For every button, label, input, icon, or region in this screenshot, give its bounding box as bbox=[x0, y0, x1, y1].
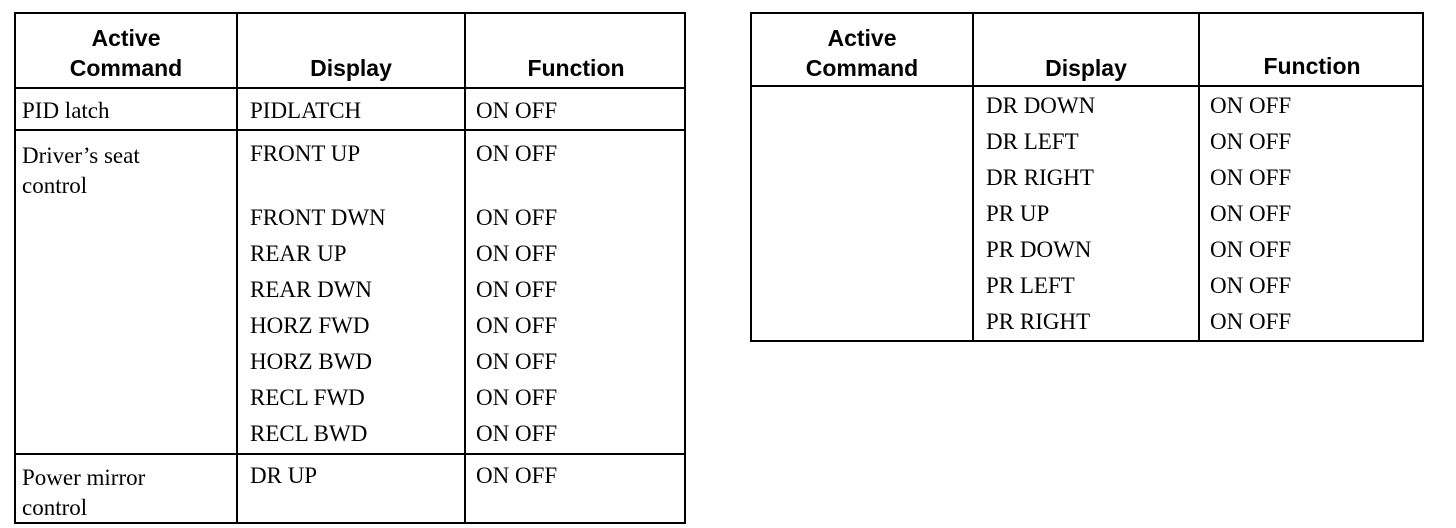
header-function: Function bbox=[527, 55, 625, 81]
display-cell: DR RIGHT bbox=[986, 165, 1094, 190]
column-divider bbox=[236, 14, 238, 522]
display-cell: DR DOWN bbox=[986, 93, 1096, 118]
display-list: DR DOWN DR LEFT DR RIGHT PR UP PR DOWN P… bbox=[986, 88, 1095, 340]
command-power-mirror-control: Power mirror control bbox=[22, 465, 146, 520]
function-cell: ON OFF bbox=[476, 141, 558, 166]
function-cell: ON OFF bbox=[476, 349, 558, 374]
display-cell: REAR UP bbox=[250, 241, 347, 266]
function-cell: ON OFF bbox=[1210, 129, 1292, 154]
display-cell: PR DOWN bbox=[986, 237, 1092, 262]
function-cell: ON OFF bbox=[476, 98, 558, 123]
display-list: FRONT DWN REAR UP REAR DWN HORZ FWD HORZ… bbox=[250, 200, 386, 452]
display-cell: REAR DWN bbox=[250, 277, 373, 302]
display-cell: PR UP bbox=[986, 201, 1050, 226]
function-list: ON OFF ON OFF ON OFF ON OFF ON OFF ON OF… bbox=[1210, 88, 1291, 340]
display-cell: PR LEFT bbox=[986, 273, 1075, 298]
header-active-command: Active Command bbox=[805, 25, 919, 81]
right-table: Active Command Display Function DR DOWN … bbox=[750, 12, 1424, 342]
function-cell: ON OFF bbox=[476, 241, 558, 266]
function-cell: ON OFF bbox=[476, 385, 558, 410]
left-table: Active Command Display Function PID latc… bbox=[14, 12, 686, 524]
display-cell: PIDLATCH bbox=[250, 98, 362, 123]
display-cell: FRONT DWN bbox=[250, 205, 386, 230]
function-cell: ON OFF bbox=[1210, 237, 1292, 262]
column-divider bbox=[464, 14, 466, 522]
display-cell: DR LEFT bbox=[986, 129, 1079, 154]
row-divider bbox=[16, 129, 684, 131]
function-cell: ON OFF bbox=[476, 463, 558, 488]
function-cell: ON OFF bbox=[1210, 93, 1292, 118]
display-cell: HORZ FWD bbox=[250, 313, 370, 338]
display-cell: RECL BWD bbox=[250, 421, 368, 446]
function-cell: ON OFF bbox=[476, 205, 558, 230]
column-divider bbox=[1198, 14, 1200, 340]
function-cell: ON OFF bbox=[476, 277, 558, 302]
function-list: ON OFF ON OFF ON OFF ON OFF ON OFF ON OF… bbox=[476, 200, 557, 452]
function-cell: ON OFF bbox=[1210, 165, 1292, 190]
display-cell: FRONT UP bbox=[250, 141, 361, 166]
header-display: Display bbox=[1045, 55, 1127, 81]
display-cell: HORZ BWD bbox=[250, 349, 373, 374]
header-display: Display bbox=[310, 55, 392, 81]
display-cell: RECL FWD bbox=[250, 385, 365, 410]
column-divider bbox=[972, 14, 974, 340]
function-cell: ON OFF bbox=[1210, 309, 1292, 334]
function-cell: ON OFF bbox=[476, 421, 558, 446]
command-pid-latch: PID latch bbox=[22, 98, 110, 123]
display-cell: DR UP bbox=[250, 463, 318, 488]
function-cell: ON OFF bbox=[1210, 273, 1292, 298]
row-divider bbox=[752, 85, 1422, 87]
header-function: Function bbox=[1263, 53, 1361, 79]
header-active-command: Active Command bbox=[69, 25, 183, 81]
function-cell: ON OFF bbox=[476, 313, 558, 338]
row-divider bbox=[16, 87, 684, 89]
function-cell: ON OFF bbox=[1210, 201, 1292, 226]
display-cell: PR RIGHT bbox=[986, 309, 1091, 334]
command-drivers-seat-control: Driver’s seat control bbox=[22, 143, 140, 198]
row-divider bbox=[16, 453, 684, 455]
